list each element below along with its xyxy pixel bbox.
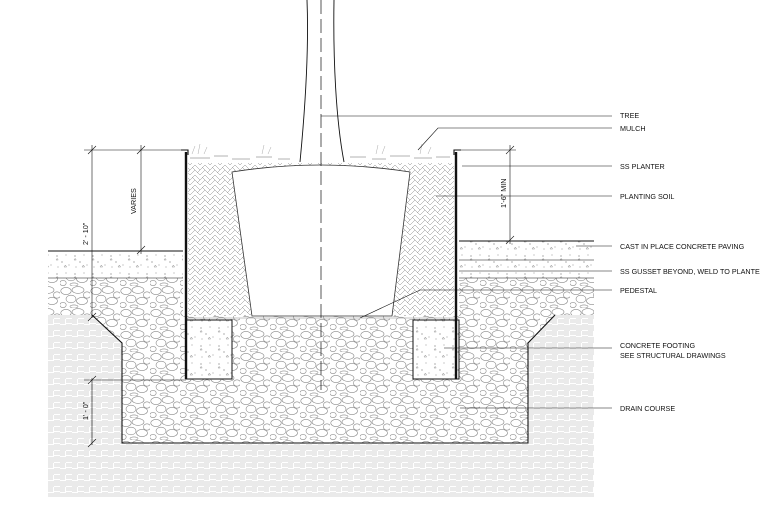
dimension-lines (84, 145, 516, 448)
label-mulch: MULCH (620, 124, 646, 133)
label-planting-soil: PLANTING SOIL (620, 192, 674, 201)
label-paving: CAST IN PLACE CONCRETE PAVING (620, 242, 745, 251)
dim-footing-depth: 1' - 0" (81, 401, 90, 420)
excavation-outline (91, 314, 556, 444)
concrete-footing-right (412, 319, 460, 380)
label-ss-planter: SS PLANTER (620, 162, 665, 171)
concrete-footing-left (185, 319, 233, 380)
label-pedestal: PEDESTAL (620, 286, 657, 295)
dim-soil-min: 1'-6" MIN (499, 179, 508, 208)
label-tree: TREE (620, 111, 639, 120)
dim-varies: VARIES (129, 188, 138, 214)
label-footing-line1: CONCRETE FOOTING (620, 341, 695, 350)
leader-lines (321, 115, 612, 409)
label-gusset: SS GUSSET BEYOND, WELD TO PLANTER (620, 267, 760, 276)
dim-overall-height: 2' - 10" (81, 222, 90, 245)
label-footing-line2: SEE STRUCTURAL DRAWINGS (620, 351, 726, 360)
label-drain-course: DRAIN COURSE (620, 404, 675, 413)
concrete-paving-left (48, 250, 183, 279)
concrete-paving-right (459, 240, 594, 279)
tree-trunk (299, 0, 345, 390)
subgrade-fill (48, 315, 594, 497)
